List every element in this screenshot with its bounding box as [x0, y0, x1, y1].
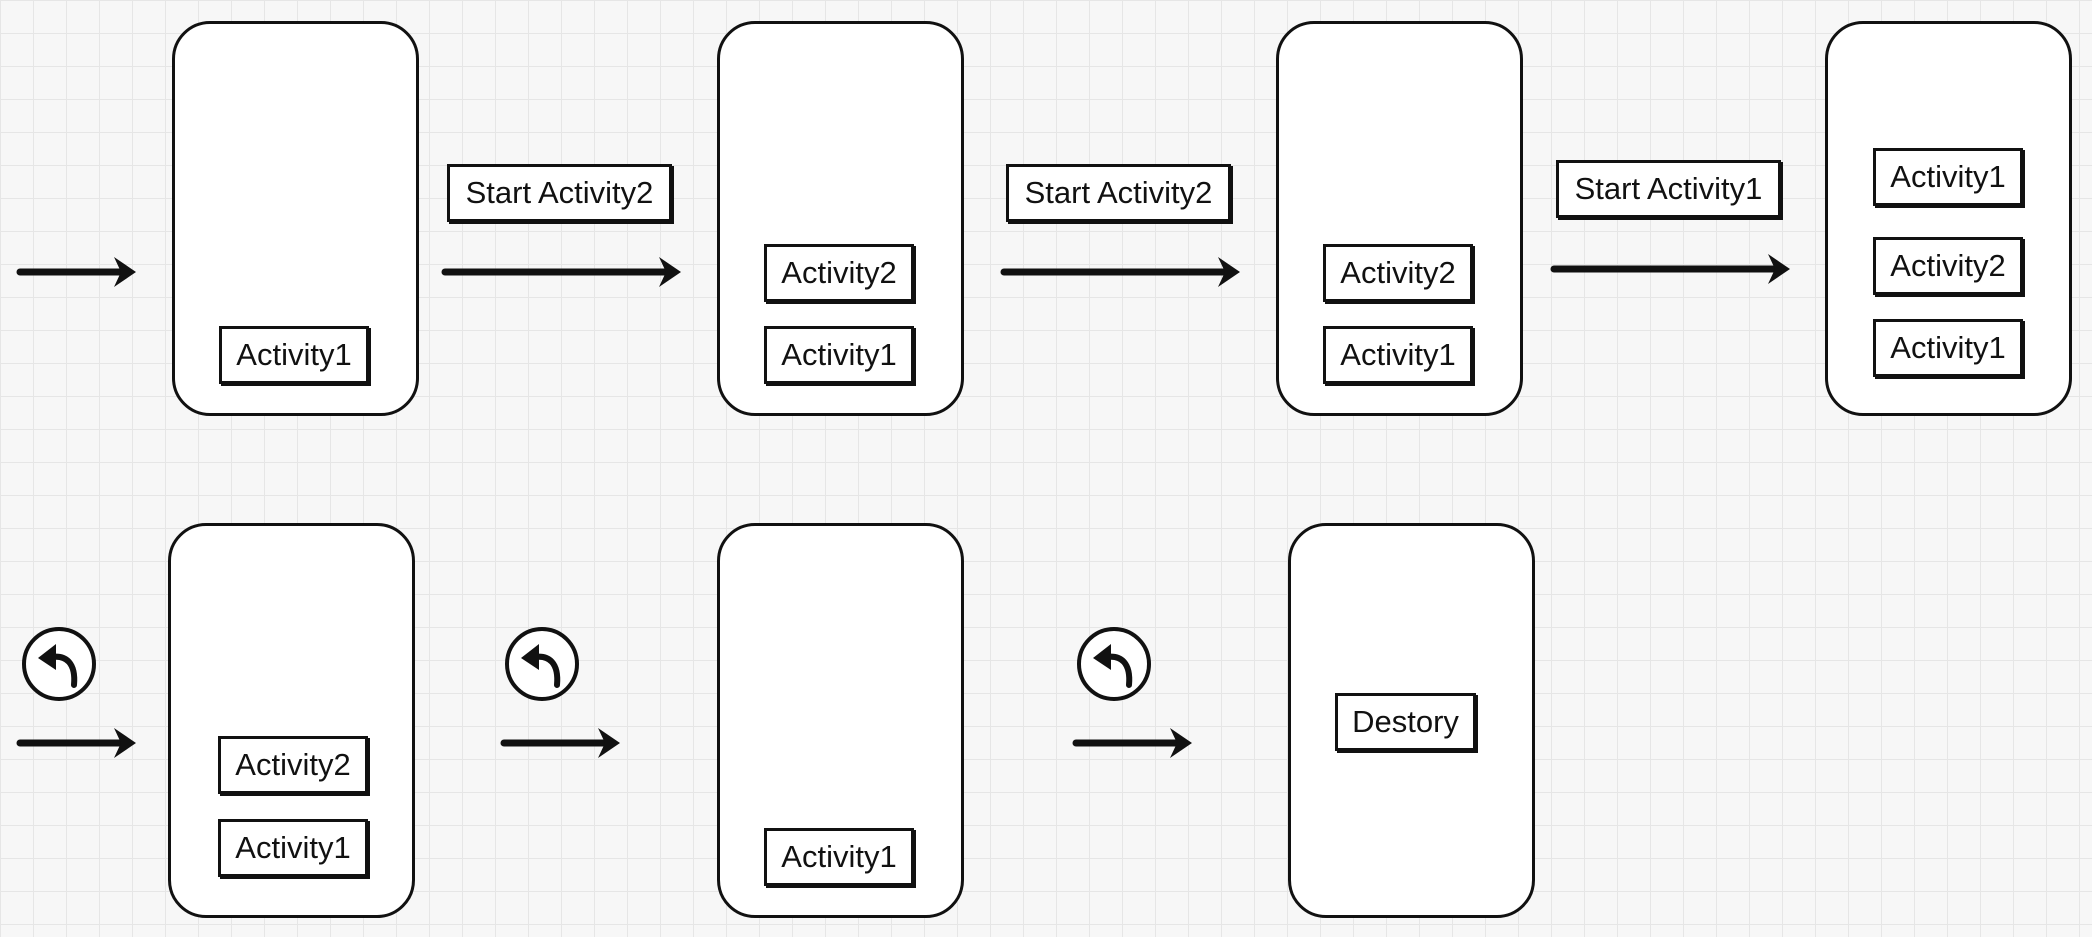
- arrow-right-icon: [500, 728, 620, 758]
- transition-label: Start Activity2: [1006, 164, 1231, 222]
- phone-stack-4: Activity1 Activity2 Activity1: [1825, 21, 2072, 416]
- phone-stack-7: Destory: [1288, 523, 1535, 918]
- activity-card: Activity2: [764, 244, 914, 302]
- activity-card: Activity2: [1323, 244, 1473, 302]
- phone-stack-1: Activity1: [172, 21, 419, 416]
- activity-card: Activity1: [218, 819, 368, 877]
- phone-stack-6: Activity1: [717, 523, 964, 918]
- activity-card: Activity1: [1873, 319, 2023, 377]
- activity-card: Activity2: [1873, 237, 2023, 295]
- back-icon: [505, 627, 579, 701]
- activity-card: Activity1: [764, 326, 914, 384]
- arrow-right-icon: [1550, 254, 1790, 284]
- transition-label: Start Activity2: [447, 164, 672, 222]
- activity-card: Activity1: [1323, 326, 1473, 384]
- phone-stack-5: Activity2 Activity1: [168, 523, 415, 918]
- arrow-right-icon: [16, 728, 136, 758]
- arrow-right-icon: [1000, 257, 1240, 287]
- arrow-right-icon: [1072, 728, 1192, 758]
- phone-stack-2: Activity2 Activity1: [717, 21, 964, 416]
- activity-card: Activity1: [764, 828, 914, 886]
- destroy-card: Destory: [1335, 693, 1476, 751]
- activity-card: Activity1: [1873, 148, 2023, 206]
- back-icon: [22, 627, 96, 701]
- arrow-right-icon: [16, 257, 136, 287]
- activity-card: Activity2: [218, 736, 368, 794]
- arrow-right-icon: [441, 257, 681, 287]
- transition-label: Start Activity1: [1556, 160, 1781, 218]
- activity-card: Activity1: [219, 326, 369, 384]
- back-icon: [1077, 627, 1151, 701]
- phone-stack-3: Activity2 Activity1: [1276, 21, 1523, 416]
